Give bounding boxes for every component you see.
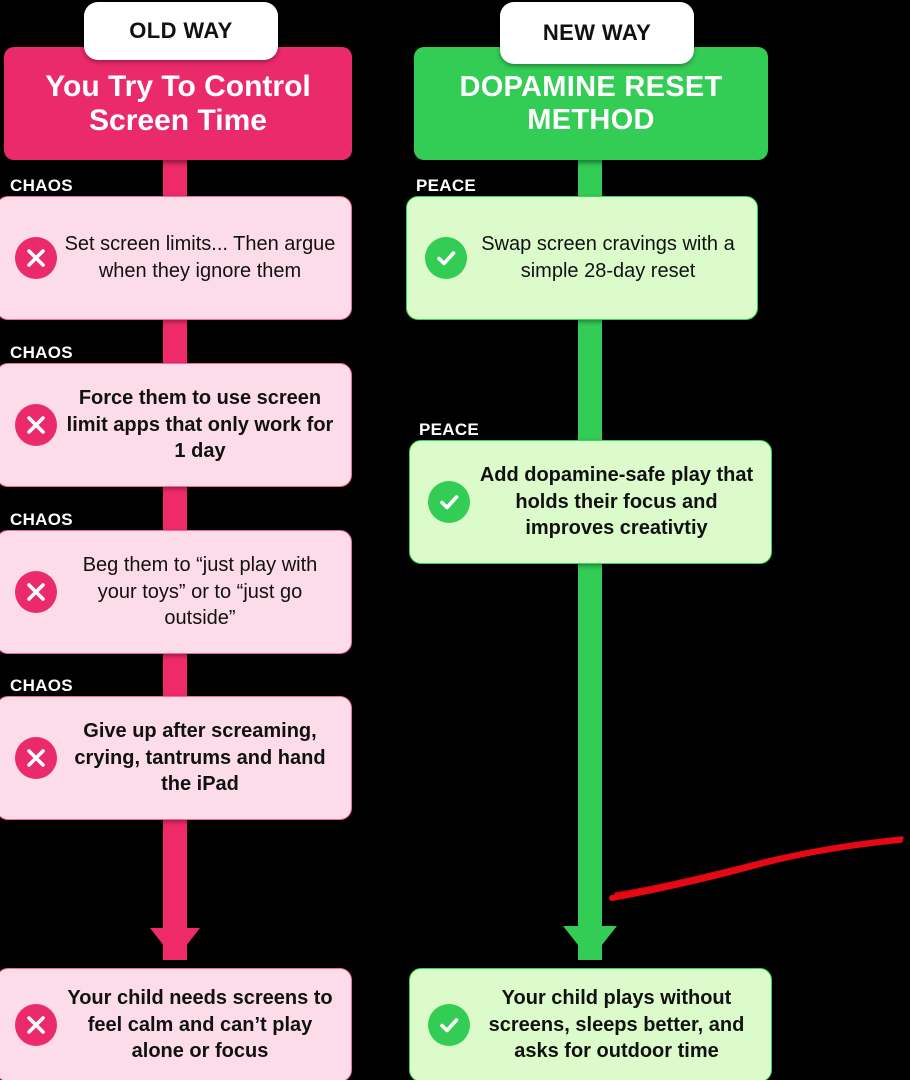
card-left-step-2-text: Force them to use screen limit apps that… — [66, 387, 334, 463]
card-right-step-2[interactable]: Add dopamine-safe play that holds their … — [409, 440, 772, 564]
pill-old-way: OLD WAY — [84, 2, 278, 60]
red-handdrawn-underline-icon — [609, 836, 904, 901]
card-left-outcome[interactable]: Your child needs screens to feel calm an… — [0, 968, 352, 1080]
tag-peace-2: PEACE — [419, 420, 480, 439]
card-right-step-1-text: Swap screen cravings with a simple 28-da… — [481, 233, 735, 282]
card-right-outcome[interactable]: Your child plays without screens, sleeps… — [409, 968, 772, 1080]
x-circle-icon — [15, 737, 57, 779]
x-circle-icon — [15, 404, 57, 446]
card-left-step-1[interactable]: Set screen limits... Then argue when the… — [0, 196, 352, 320]
card-right-outcome-text: Your child plays without screens, sleeps… — [488, 987, 745, 1063]
pill-new-way: NEW WAY — [500, 2, 694, 64]
banner-new-way: DOPAMINE RESET METHOD — [414, 47, 768, 160]
card-left-step-3-text: Beg them to “just play with your toys” o… — [82, 554, 318, 630]
check-circle-icon — [425, 237, 467, 279]
card-left-step-1-text: Set screen limits... Then argue when the… — [64, 233, 336, 282]
card-left-step-2[interactable]: Force them to use screen limit apps that… — [0, 363, 352, 487]
card-left-step-4[interactable]: Give up after screaming, crying, tantrum… — [0, 696, 352, 820]
x-circle-icon — [15, 571, 57, 613]
arrowhead-left — [150, 928, 200, 960]
banner-new-way-title: DOPAMINE RESET METHOD — [459, 71, 723, 136]
pill-new-way-label: NEW WAY — [542, 20, 652, 45]
tag-chaos-4: CHAOS — [10, 676, 73, 695]
x-circle-icon — [15, 237, 57, 279]
arrowhead-right — [563, 926, 617, 960]
card-right-step-1[interactable]: Swap screen cravings with a simple 28-da… — [406, 196, 758, 320]
banner-old-way-title: You Try To Control Screen Time — [45, 69, 311, 137]
tag-chaos-1: CHAOS — [10, 176, 73, 195]
check-circle-icon — [428, 1004, 470, 1046]
tag-peace-1: PEACE — [416, 176, 477, 195]
card-left-step-3[interactable]: Beg them to “just play with your toys” o… — [0, 530, 352, 654]
x-circle-icon — [15, 1004, 57, 1046]
banner-old-way: You Try To Control Screen Time — [4, 47, 352, 160]
tag-chaos-3: CHAOS — [10, 510, 73, 529]
card-right-step-2-text: Add dopamine-safe play that holds their … — [479, 464, 754, 540]
card-left-step-4-text: Give up after screaming, crying, tantrum… — [74, 720, 326, 796]
pill-old-way-label: OLD WAY — [129, 18, 233, 43]
tag-chaos-2: CHAOS — [10, 343, 73, 362]
card-left-outcome-text: Your child needs screens to feel calm an… — [67, 987, 333, 1063]
check-circle-icon — [428, 481, 470, 523]
